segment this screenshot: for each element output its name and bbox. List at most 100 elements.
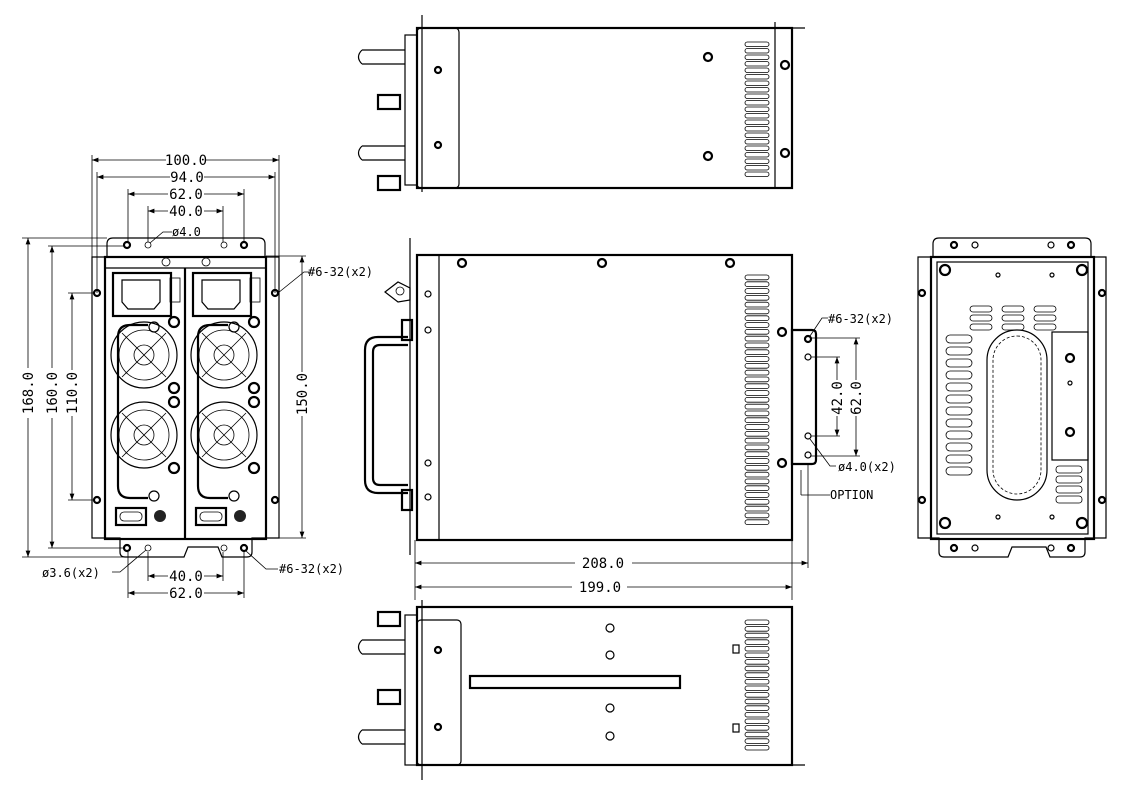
vent-slot (744, 119, 770, 125)
front-view (91, 237, 280, 558)
vent-slot (744, 396, 770, 403)
vent-slot (744, 718, 770, 724)
middle-side-dimensions: #6-32(x2) 42.0 62.0 ø4.0(x2) OPTION 208.… (414, 312, 896, 600)
vent-slot (744, 437, 770, 444)
vent-slot (744, 106, 770, 112)
vent-slot (744, 444, 770, 451)
vent-slot (744, 417, 770, 423)
rear-slot (1033, 323, 1057, 331)
vent-slot (744, 362, 770, 369)
vent-slot (744, 725, 770, 731)
vent-slot (744, 315, 770, 321)
label-bracket-hole-dia: ø4.0(x2) (838, 460, 896, 474)
vent-slot (744, 349, 770, 355)
power-switch (194, 506, 228, 527)
rear-slot (1033, 314, 1057, 322)
rear-slot (1001, 305, 1025, 313)
fan (110, 321, 178, 389)
rear-slot (945, 430, 973, 440)
vent-slot (744, 335, 770, 342)
vent-slot (744, 639, 770, 645)
fan-hub (133, 344, 155, 366)
label-bracket-thread: #6-32(x2) (828, 312, 893, 326)
fan-screw (247, 395, 261, 409)
rear-slot (1001, 323, 1025, 331)
vent-slot (744, 139, 770, 145)
vent-slot (744, 67, 770, 73)
rear-slot (945, 382, 973, 392)
rear-slot (1055, 485, 1083, 494)
vent-slot (744, 458, 770, 464)
rear-slot (945, 394, 973, 404)
vent-slot (744, 390, 770, 396)
dim-top-hole-inner: 40.0 (169, 204, 203, 220)
fan-hub (213, 344, 235, 366)
vent-slot (744, 356, 770, 362)
vent-slot (744, 519, 770, 525)
vent-slot (744, 505, 770, 512)
vent-slot (744, 87, 770, 93)
vent-slot (744, 74, 770, 80)
dim-height-body: 150.0 (295, 373, 311, 415)
vent-slot (744, 152, 770, 158)
vent-slot (744, 672, 770, 678)
vent-slot (744, 113, 770, 119)
vent-slot (744, 369, 770, 376)
handle-screw (148, 490, 160, 502)
latch (249, 277, 261, 303)
vent-slot (744, 145, 770, 151)
vent-slot (744, 679, 770, 685)
module-handle (196, 323, 228, 500)
handle-screw (148, 321, 160, 333)
rear-slot (1055, 475, 1083, 484)
vent-slot (744, 451, 770, 457)
vent-slot (744, 705, 770, 711)
vent-slot (744, 464, 770, 471)
vent-slot (744, 646, 770, 652)
rear-slot (945, 346, 973, 356)
fan (190, 321, 258, 389)
fan-guard (201, 412, 247, 458)
dim-height-holes: 110.0 (65, 372, 81, 414)
dim-bottom-hole-inner: 40.0 (169, 569, 203, 585)
module-handle (116, 323, 148, 500)
ac-inlet (111, 271, 173, 318)
rear-slot (1001, 314, 1025, 322)
vent-slot (744, 328, 770, 335)
vent-slot (744, 424, 770, 430)
rear-slot (945, 454, 973, 464)
top-side-view (357, 15, 805, 192)
dim-bracket-inner: 42.0 (830, 381, 846, 415)
vent-slot (744, 301, 770, 308)
vent-slot (744, 410, 770, 417)
vent-slot (744, 288, 770, 294)
vent-slot (744, 632, 770, 639)
fan (190, 401, 258, 469)
vent-slot (744, 61, 770, 67)
dim-bracket-outer: 62.0 (849, 381, 865, 415)
rear-slot (945, 406, 973, 416)
vent-slot (744, 512, 770, 519)
vent-slot (744, 403, 770, 410)
dim-width-mount: 94.0 (170, 170, 204, 186)
rear-slot (945, 418, 973, 428)
dim-length-body: 199.0 (579, 580, 621, 596)
fan-guard (121, 412, 167, 458)
rear-slot (945, 442, 973, 452)
vent-slot (744, 471, 770, 478)
vent-slot (744, 498, 770, 505)
vent-slot (744, 342, 770, 349)
vent-slot (744, 274, 770, 281)
vent-slot (744, 41, 770, 47)
fan-screw (247, 315, 261, 329)
ac-inlet (191, 271, 253, 318)
vent-slot (744, 738, 770, 744)
rear-slot (969, 314, 993, 322)
fan-screw (167, 395, 181, 409)
status-led (154, 510, 166, 522)
vent-slot (744, 308, 770, 315)
vent-slot (744, 93, 770, 99)
label-top-hole-dia: ø4.0 (172, 225, 201, 239)
vent-slot (744, 659, 770, 665)
